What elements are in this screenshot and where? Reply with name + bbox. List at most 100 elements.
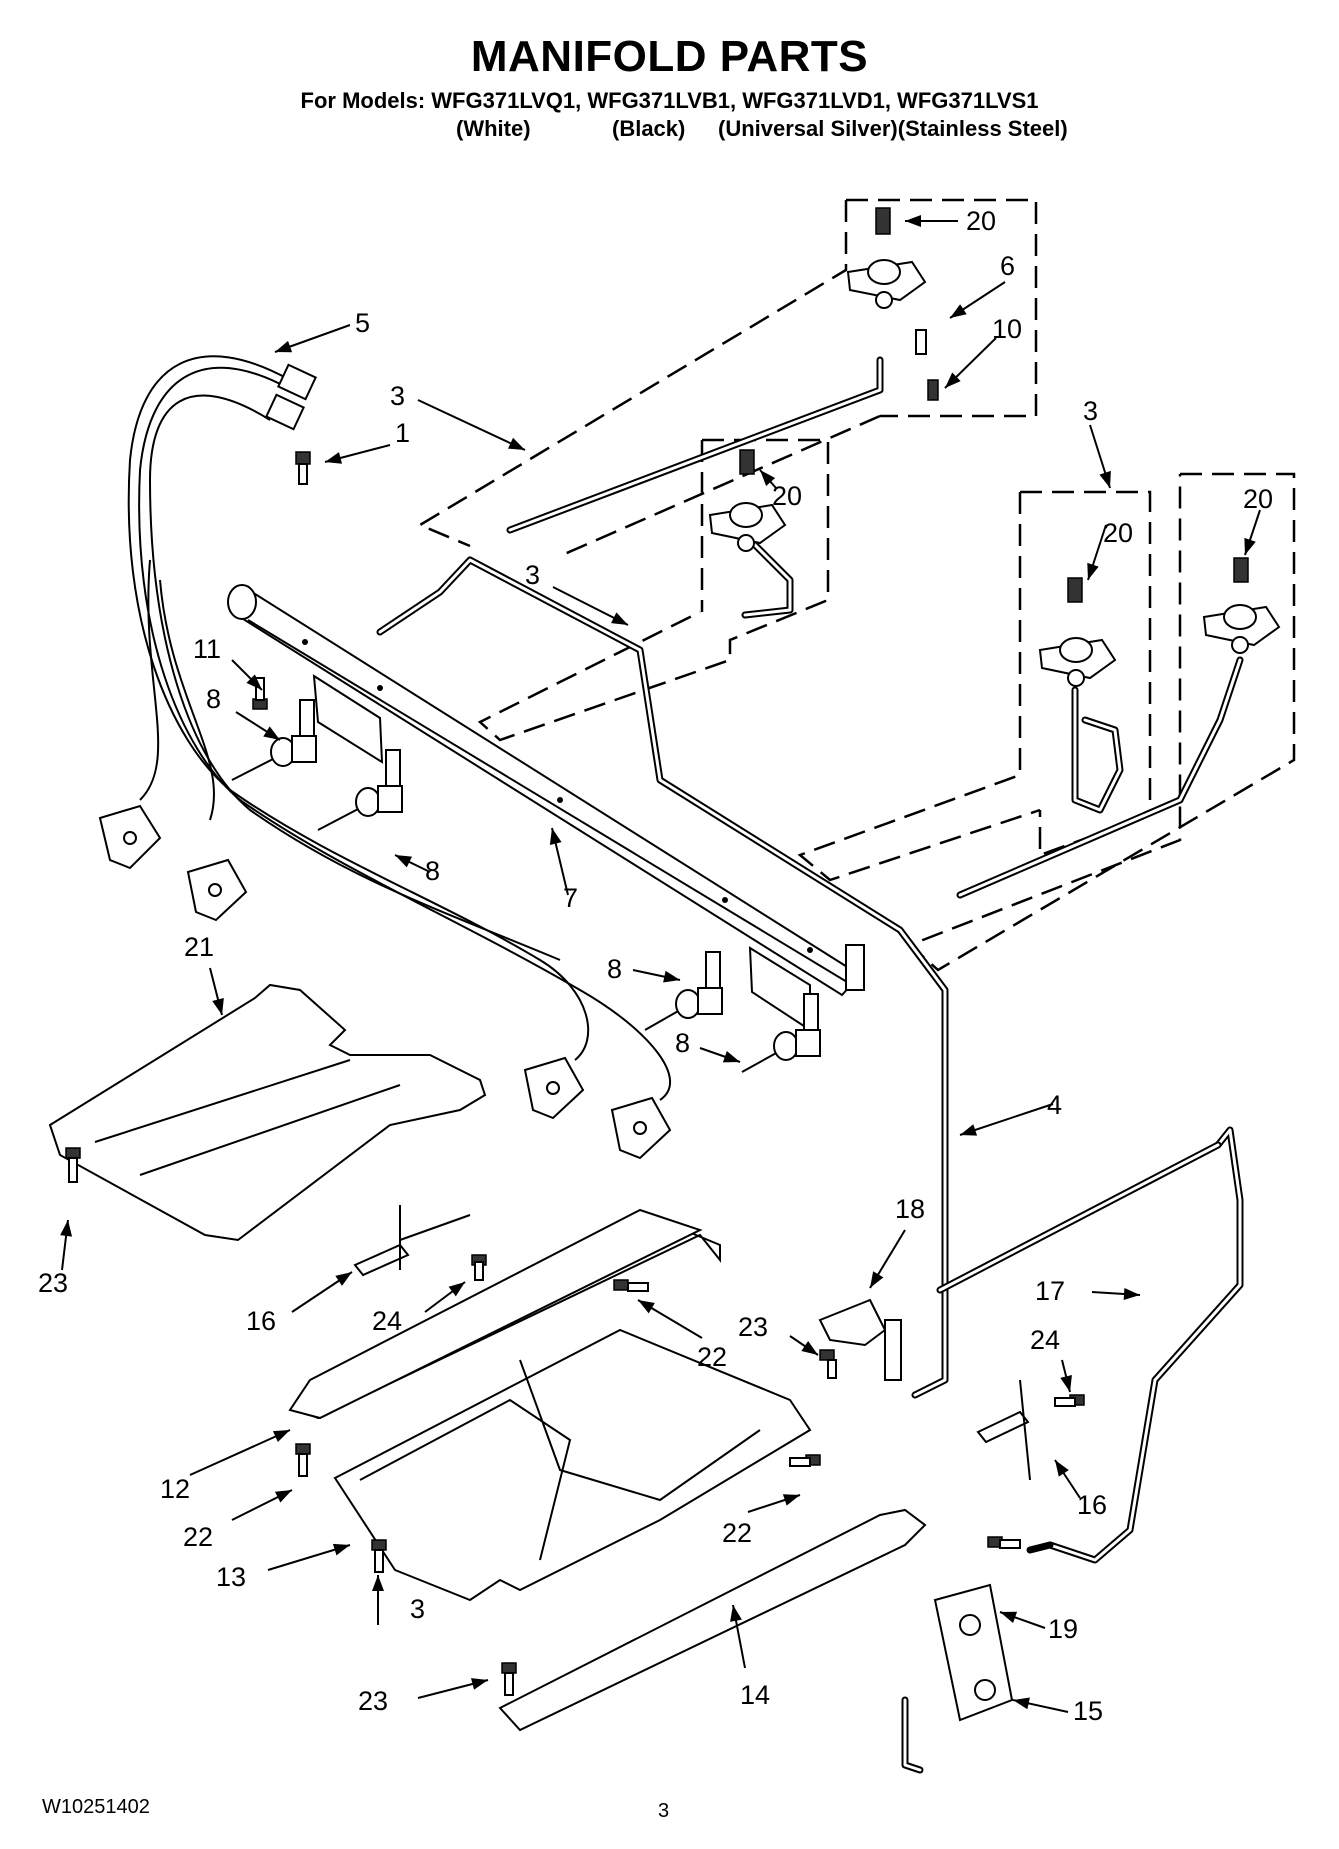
dashed-box-rear-right-line2 [559, 414, 881, 558]
callout-number: 22 [722, 1518, 752, 1548]
callout-10-2: 10 [944, 314, 1022, 389]
callout-number: 16 [246, 1306, 276, 1336]
dashed-group-boxes [417, 198, 1296, 972]
callout-arrowhead [1060, 1375, 1072, 1392]
callout-arrowhead [275, 340, 293, 353]
callout-15-35: 15 [1012, 1696, 1103, 1726]
page-number: 3 [658, 1800, 670, 1822]
callout-20-7: 20 [759, 469, 802, 511]
callout-20-9: 20 [1243, 484, 1273, 556]
callout-24-26: 24 [1030, 1325, 1072, 1393]
bracket-6 [915, 329, 927, 355]
dashed-box-right-inner-line [797, 492, 1041, 882]
gas-valves [231, 699, 821, 1073]
callout-arrowhead [905, 215, 921, 227]
callout-arrowhead [272, 1430, 290, 1443]
callout-1-5: 1 [324, 418, 410, 464]
bracket-left [312, 674, 384, 764]
callout-23-19: 23 [38, 1219, 73, 1298]
callout-number: 17 [1035, 1276, 1065, 1306]
dashed-box-far-right [907, 472, 1296, 972]
callout-number: 23 [38, 1268, 68, 1298]
callout-8-17: 8 [675, 1028, 741, 1063]
callout-leader-line [417, 399, 526, 451]
callout-20-0: 20 [905, 206, 996, 236]
callout-11-11: 11 [193, 634, 263, 691]
callout-number: 8 [425, 856, 440, 886]
wire-harness [127, 355, 672, 1101]
callout-arrowhead [263, 726, 280, 740]
burner-igniter-15 [884, 1319, 902, 1381]
callout-number: 8 [206, 684, 221, 714]
callout-leader-line [189, 1429, 291, 1476]
variant-white: (White) [456, 116, 531, 141]
callout-8-13: 8 [394, 854, 440, 886]
callout-7-14: 7 [549, 827, 578, 913]
callout-arrowhead [730, 1605, 742, 1622]
callout-3-36: 3 [372, 1575, 425, 1625]
orifice-18 [818, 1298, 887, 1347]
dashed-box-rear-right-line [417, 200, 848, 548]
callout-number: 5 [355, 308, 370, 338]
callout-number: 21 [184, 932, 214, 962]
callout-arrowhead [60, 1220, 73, 1237]
callout-3-10: 3 [1083, 396, 1111, 489]
callout-number: 3 [525, 560, 540, 590]
variant-black: (Black) [612, 116, 686, 141]
callout-4-18: 4 [959, 1090, 1062, 1136]
regulator-block [818, 1298, 1014, 1722]
callout-13-30: 13 [216, 1543, 351, 1592]
callout-arrowhead [395, 855, 413, 868]
dashed-box-rear-right-valve [846, 198, 1038, 418]
callout-6-1: 6 [949, 251, 1015, 319]
callout-arrowhead [1013, 1697, 1030, 1710]
callout-arrowhead [638, 1300, 655, 1314]
callout-number: 20 [1103, 518, 1133, 548]
callout-12-27: 12 [160, 1429, 291, 1504]
callout-arrowhead [960, 1124, 978, 1136]
callout-arrowhead [801, 1341, 818, 1355]
callout-number: 24 [372, 1306, 402, 1336]
callout-number: 3 [390, 381, 405, 411]
document-number: W10251402 [42, 1796, 150, 1818]
burner-tubes [288, 1208, 927, 1732]
callout-number: 14 [740, 1680, 770, 1710]
callout-arrowhead [325, 452, 342, 464]
callout-number: 8 [607, 954, 622, 984]
callout-number: 20 [1243, 484, 1273, 514]
callout-number: 6 [1000, 251, 1015, 281]
callout-3-6: 3 [525, 560, 629, 626]
page-title: MANIFOLD PARTS [470, 32, 869, 81]
callout-arrowhead [1099, 470, 1111, 488]
callout-23-33: 23 [358, 1678, 489, 1716]
fasteners [65, 451, 1085, 1696]
callout-number: 18 [895, 1194, 925, 1224]
callout-24-21: 24 [372, 1281, 466, 1336]
callout-arrowhead [782, 1494, 800, 1506]
callout-number: 11 [193, 634, 221, 664]
models-line: For Models: WFG371LVQ1, WFG371LVB1, WFG3… [300, 88, 1039, 113]
callout-arrowhead [212, 998, 224, 1015]
callout-arrowhead [448, 1282, 465, 1297]
callout-number: 16 [1077, 1490, 1107, 1520]
callout-8-16: 8 [607, 954, 681, 984]
callout-number: 20 [772, 481, 802, 511]
callout-number: 22 [697, 1342, 727, 1372]
electrodes [353, 1205, 1031, 1481]
callout-14-34: 14 [730, 1604, 770, 1710]
callout-number: 7 [563, 883, 578, 913]
dashed-box-middle-valve [477, 438, 830, 742]
callout-21-15: 21 [184, 932, 224, 1016]
callout-arrowhead [1087, 562, 1099, 580]
callout-number: 3 [1083, 396, 1098, 426]
callout-number: 20 [966, 206, 996, 236]
callout-number: 19 [1048, 1614, 1078, 1644]
callout-number: 10 [992, 314, 1022, 344]
callout-23-24: 23 [738, 1312, 819, 1356]
callout-arrowhead [372, 1575, 384, 1591]
callout-number: 15 [1073, 1696, 1103, 1726]
callout-arrowhead [1244, 537, 1256, 555]
